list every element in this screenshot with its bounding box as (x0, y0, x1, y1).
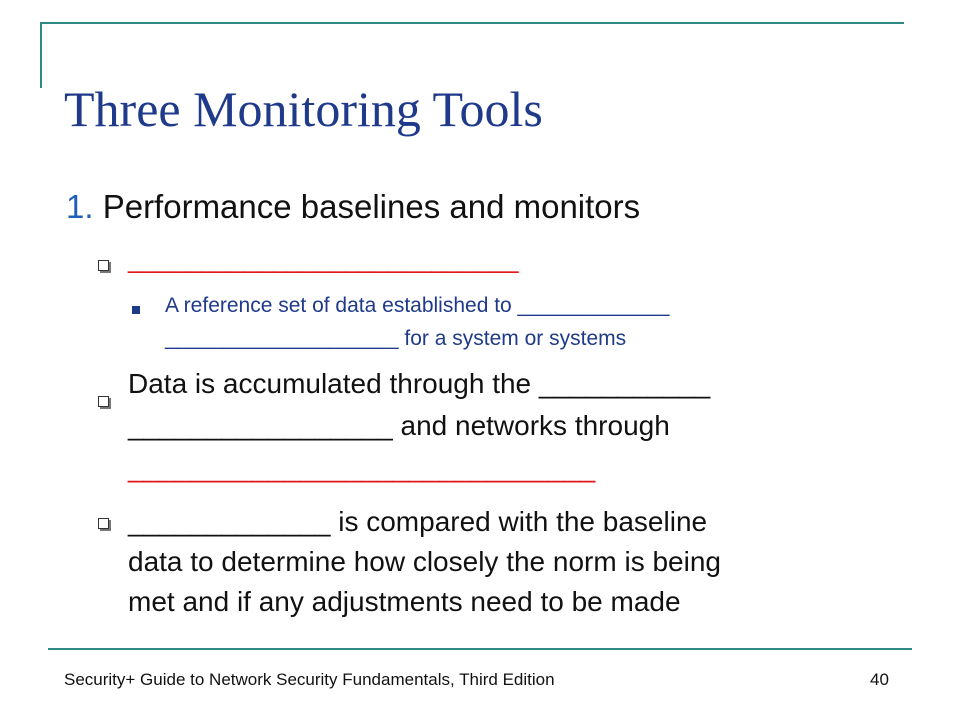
frame-bottom-line (48, 648, 912, 650)
sub-bullet-line-2: ____________________ for a system or sys… (165, 327, 627, 350)
bullet-3-line-1: _____________ is compared with the basel… (128, 506, 708, 537)
bullet-2-line-3: ______________________________ (128, 452, 596, 483)
heading-text: Performance baselines and monitors (102, 188, 641, 225)
square-bullet-icon (98, 518, 109, 529)
bullet-3-line-3: met and if any adjustments need to be ma… (128, 586, 681, 617)
square-bullet-icon (98, 396, 109, 407)
section-heading: 1. Performance baselines and monitors (66, 188, 640, 226)
square-bullet-icon (98, 260, 109, 271)
bullet-3-line-2: data to determine how closely the norm i… (128, 546, 721, 577)
frame-top-line (40, 22, 904, 24)
bullet-2-line-1: Data is accumulated through the ________… (128, 368, 711, 399)
sub-bullet-line-1: A reference set of data established to _… (165, 294, 670, 317)
heading-number: 1. (66, 188, 94, 225)
frame-left-line (40, 22, 42, 88)
slide-title: Three Monitoring Tools (64, 81, 543, 137)
bullet-2-line-2: _________________ and networks through (128, 410, 670, 441)
blank-line-red: ___________________________ (128, 244, 519, 274)
filled-bullet-icon (132, 306, 140, 314)
page-number: 40 (870, 670, 889, 689)
footer-book-title: Security+ Guide to Network Security Fund… (64, 670, 555, 689)
